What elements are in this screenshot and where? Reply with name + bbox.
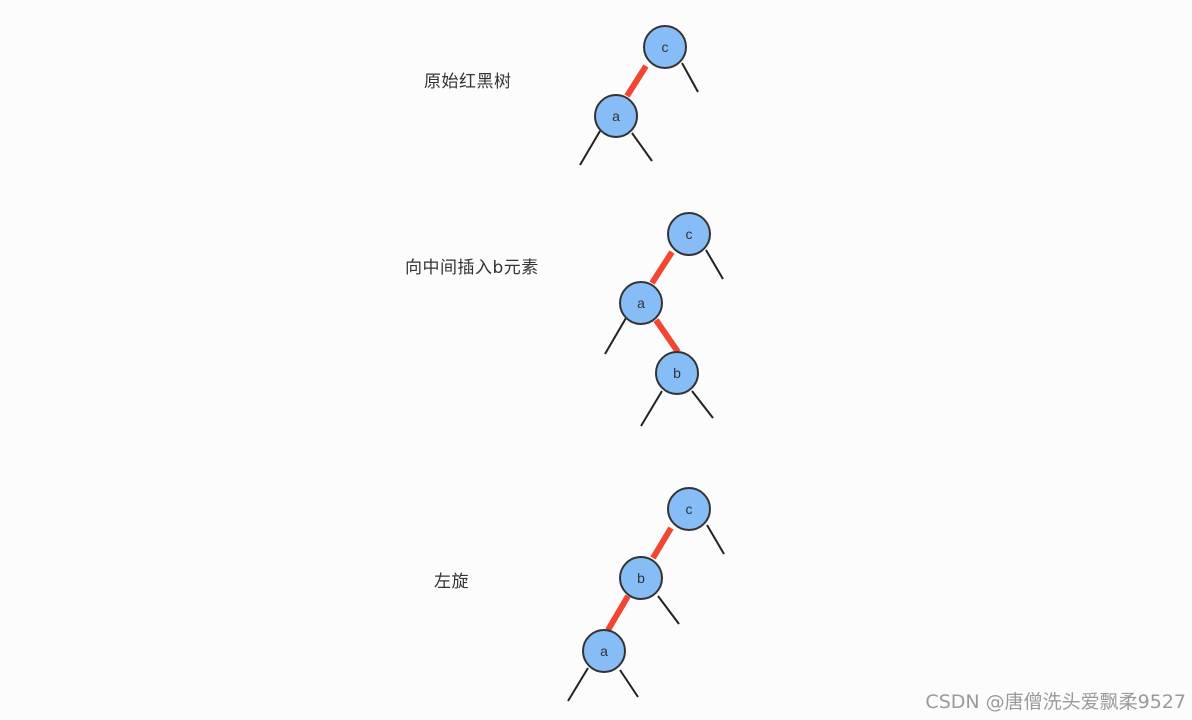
left-rotate-label: 左旋 [434,572,469,592]
tree-node-b: b [619,556,663,600]
node-label: b [637,570,645,586]
red-link [605,594,631,632]
insert-tree: c a b [604,212,724,427]
node-label: c [686,226,693,242]
black-link [567,667,589,702]
node-label: a [612,108,620,124]
black-link [706,524,725,555]
black-link [579,130,601,166]
black-link [631,132,653,162]
red-link [624,64,649,98]
original-tree: c a [579,25,699,166]
black-link [691,390,714,419]
red-link [649,250,675,285]
node-label: c [662,39,669,55]
tree-node-b: b [655,351,699,395]
black-link [604,317,627,355]
rotated-tree: c b a [567,487,725,702]
node-label: b [673,365,681,381]
tree-node-c: c [667,212,711,256]
tree-node-c: c [667,487,711,531]
watermark: CSDN @唐僧洗头爱飘柔9527 [925,691,1186,713]
black-link [619,669,639,698]
insert-b-label: 向中间插入b元素 [405,258,539,278]
original-tree-label: 原始红黑树 [424,72,512,92]
black-link [640,390,663,427]
black-link [705,249,724,280]
node-label: a [600,643,608,659]
tree-node-a: a [594,94,638,138]
black-link [681,62,699,93]
tree-node-a: a [582,629,626,673]
tree-node-c: c [643,25,687,69]
black-link [657,595,680,625]
node-label: c [686,501,693,517]
red-link [650,526,674,560]
node-label: a [637,295,645,311]
red-link [653,318,681,354]
tree-node-a: a [619,281,663,325]
